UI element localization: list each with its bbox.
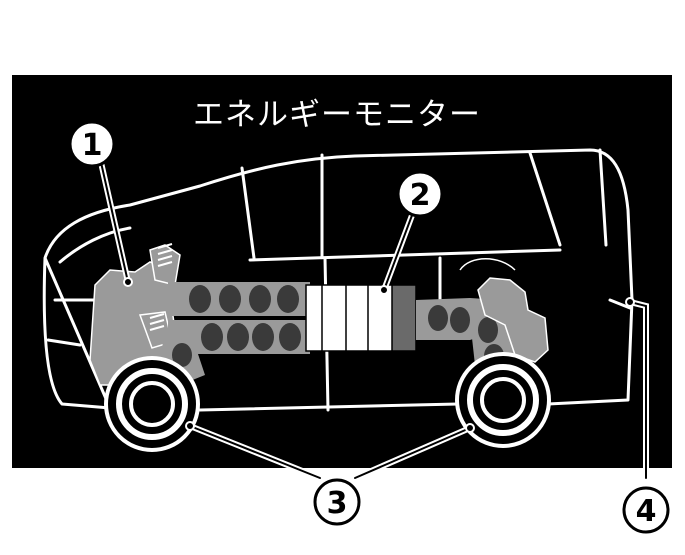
rear-wheel	[455, 352, 551, 448]
svg-text:2: 2	[410, 178, 431, 213]
energy-flow-lower-front	[160, 320, 310, 385]
callout-3: 3	[313, 478, 361, 526]
svg-text:1: 1	[82, 128, 103, 163]
callout-2: 2	[396, 170, 444, 218]
battery-component	[305, 284, 417, 352]
vehicle-outline	[42, 148, 634, 412]
rear-motor-component	[459, 258, 549, 363]
leader-dots	[123, 277, 635, 433]
screen-title: エネルギーモニター	[193, 97, 481, 133]
svg-text:4: 4	[636, 494, 657, 529]
callout-4: 4	[622, 486, 670, 534]
front-wheel	[104, 356, 200, 452]
leader-lines-core	[99, 157, 647, 479]
front-suspension	[149, 243, 173, 331]
svg-text:3: 3	[327, 486, 348, 521]
energy-flow-upper	[168, 282, 310, 316]
callout-1: 1	[68, 120, 116, 168]
